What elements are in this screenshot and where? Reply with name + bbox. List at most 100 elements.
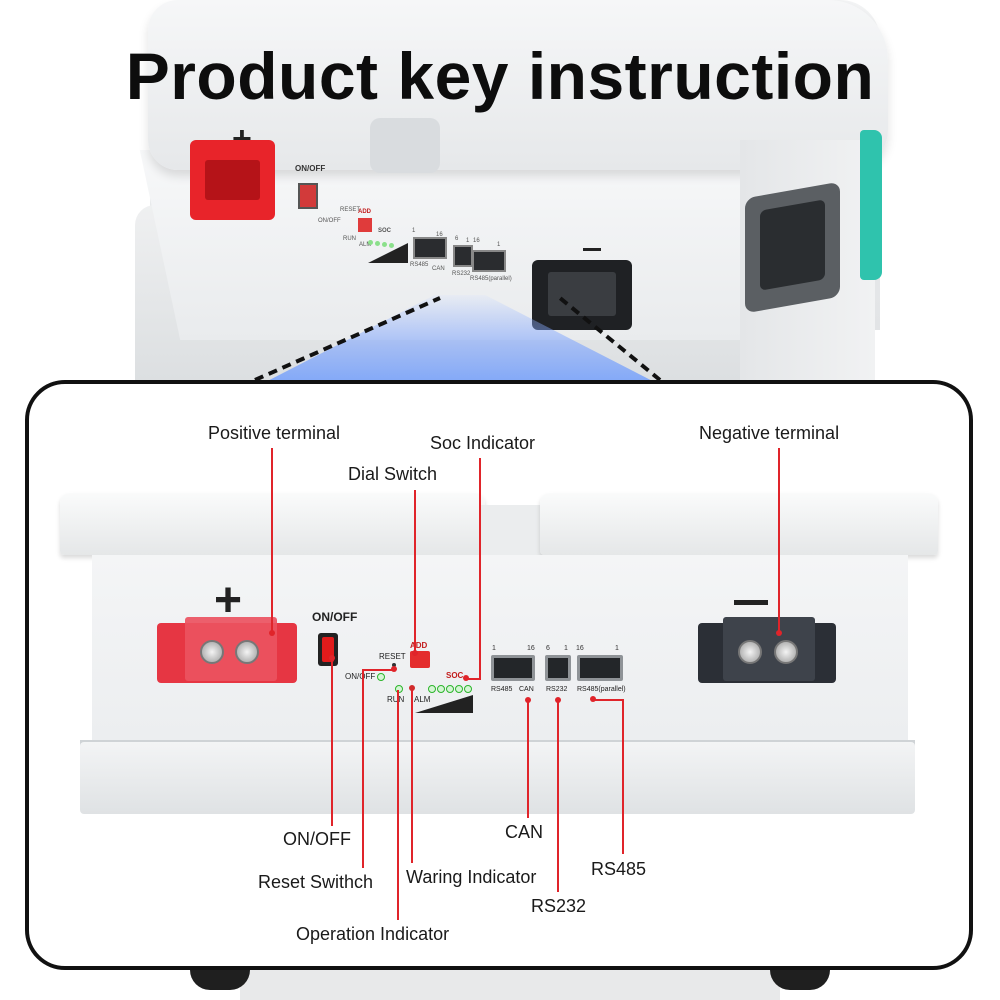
battery-photo-port-num: 1 [497,242,501,248]
battery-photo-soc-wedge [368,243,408,263]
onoff-led-label: ON/OFF [345,672,376,681]
positive-terminal-callout: Positive terminal [208,423,341,443]
reset-switch-callout-line [362,669,394,671]
battery-photo-port-num: 6 [455,236,459,242]
positive-terminal-bolt [235,640,259,664]
plus-sign: + [214,574,243,627]
battery-photo-port-num: 1 [412,228,416,234]
battery-photo-port-num: 16 [473,238,480,244]
can-callout-dot [525,697,531,703]
operation-indicator-callout-line [397,690,399,920]
rs232-callout-dot [555,697,561,703]
battery-photo-run-label: RUN [343,236,356,242]
soc-indicator-callout-line [479,458,481,680]
reset-switch-callout-line [362,670,364,868]
negative-terminal-callout: Negative terminal [699,423,840,443]
alm-led [409,685,415,691]
operation-indicator-callout: Operation Indicator [296,924,450,944]
can-port-label: CAN [519,686,534,693]
zoom-dashed-lines [254,296,662,382]
battery-photo-rs485-port [413,237,447,259]
battery-photo-soc-label: SOC [378,228,392,234]
negative-terminal-bolt [738,640,762,664]
soc-led [437,685,445,693]
add-label: ADD [410,641,428,650]
run-led [395,685,403,693]
page-title: Product key instruction [125,39,875,113]
warning-indicator-callout: Waring Indicator [406,867,537,887]
battery-photo-port-num: 16 [436,232,443,238]
dial-switch-callout-dot [412,650,418,656]
onoff-callout-line [331,658,333,826]
can-callout-line [527,700,529,818]
detail-base [80,742,915,814]
negative-terminal-callout-dot [776,630,782,636]
rs485-parallel-port [577,655,623,681]
onoff-panel-label: ON/OFF [312,610,358,624]
battery-photo-add-label: ADD [358,209,371,215]
onoff-callout: ON/OFF [283,829,351,849]
rs485-port-num-right: 16 [527,645,535,652]
soc-led [464,685,472,693]
reset-panel-label: RESET [379,652,406,661]
positive-terminal-callout-line [271,448,273,633]
rs485-callout-dot [590,696,596,702]
rs485-callout-line [593,699,624,701]
run-label: RUN [387,695,405,704]
rs485-port-label: RS485 [491,686,513,693]
reset-button[interactable] [392,663,396,667]
soc-led [428,685,436,693]
onoff-led [377,673,385,681]
reset-switch-callout-dot [391,666,397,672]
rs485-callout-line [622,699,624,854]
warning-indicator-callout-line [411,690,413,863]
battery-photo-port-label: RS485(parallel) [470,276,512,282]
soc-indicator-callout-line [466,678,481,680]
onoff-callout-dot [329,655,335,661]
rs485-parallel-port-num-left: 16 [576,645,584,652]
battery-photo-minus-sign [583,248,601,251]
rs232-callout: RS232 [531,896,587,916]
detail-lid-gap [480,505,545,555]
battery-photo-teal-strip [860,130,882,280]
negative-terminal-callout-line [778,448,780,633]
rs485-parallel-port-label: RS485(parallel) [577,686,626,693]
soc-led [446,685,454,693]
minus-sign [734,600,768,605]
battery-photo-dial-switch [358,218,372,232]
rs232-callout-line [557,700,559,892]
battery-photo-onoff-label: ON/OFF [295,164,326,173]
battery-photo-port-num: 1 [466,238,470,244]
rs232-port-label: RS232 [546,686,568,693]
soc-indicator-callout-dot [463,675,469,681]
rs232-port-num-right: 1 [564,645,568,652]
battery-photo-negative-connector-socket [548,272,616,316]
soc-wedge [415,695,473,713]
soc-indicator-callout: Soc Indicator [430,433,536,453]
negative-terminal-cover [723,617,815,681]
dial-switch-callout: Dial Switch [348,464,438,484]
battery-photo-onoff-led-label: ON/OFF [318,218,341,224]
dial-switch-callout-line [414,490,416,652]
reset-switch-callout: Reset Swithch [258,872,374,892]
soc-label: SOC [446,671,464,680]
battery-photo-port-label: RS485 [410,262,429,268]
soc-led [455,685,463,693]
can-callout: CAN [505,822,544,842]
rs485-callout: RS485 [591,859,647,879]
battery-photo-positive-connector-socket [205,160,260,200]
battery-photo-port-label: CAN [432,266,445,272]
rs232-port-num-left: 6 [546,645,550,652]
battery-photo-rs485-parallel-port [472,250,506,272]
rs232-port [545,655,571,681]
rs485-parallel-port-num-right: 1 [615,645,619,652]
negative-terminal-bolt [774,640,798,664]
positive-terminal-cover [185,617,277,681]
positive-terminal-bolt [200,640,224,664]
battery-photo-onoff-switch [298,183,318,209]
battery-photo-lid-notch [370,118,440,173]
rs485-port-num-left: 1 [492,645,496,652]
rs485-port [491,655,535,681]
detail-lid-right [540,493,938,555]
battery-photo-alm-label: ALM [359,242,372,248]
